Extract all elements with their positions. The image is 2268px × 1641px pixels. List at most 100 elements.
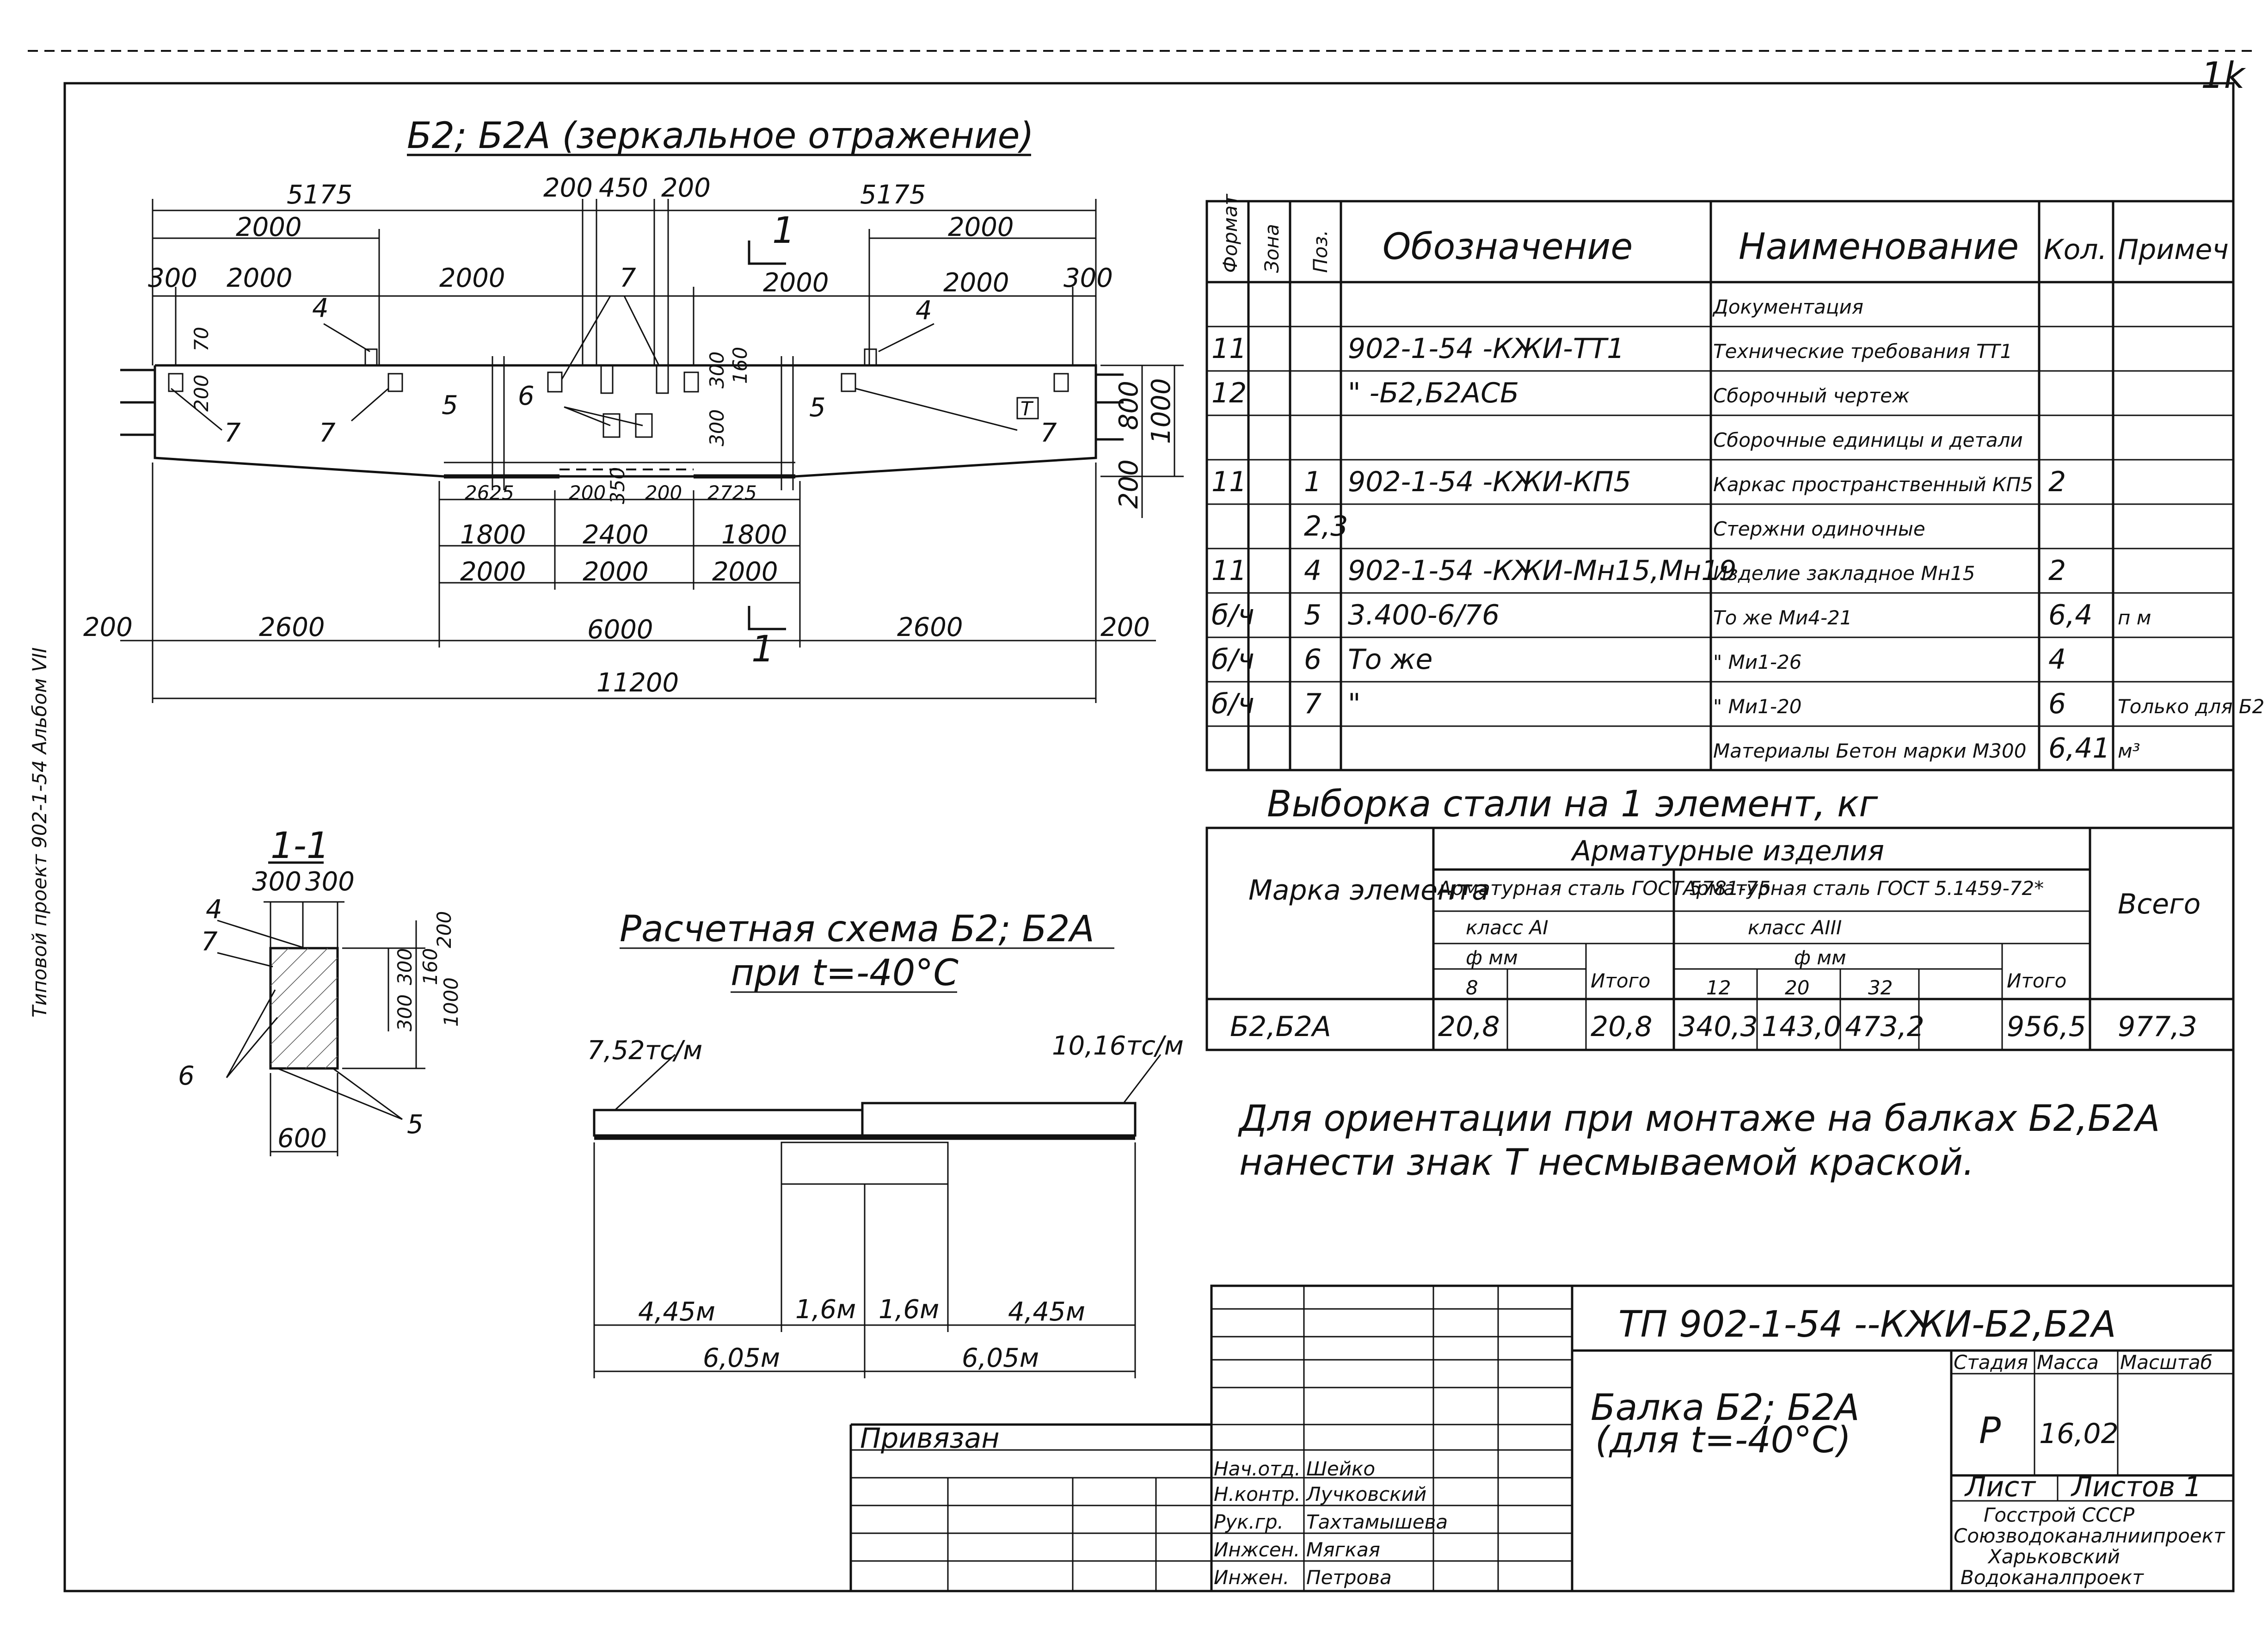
svg-text:ф мм: ф мм [1466, 946, 1518, 969]
svg-text:350: 350 [606, 467, 629, 504]
svg-text:6: 6 [178, 1061, 195, 1091]
svg-text:Расчетная схема Б2; Б2А: Расчетная схема Б2; Б2А [620, 908, 1094, 950]
svg-text:4,45м: 4,45м [638, 1297, 715, 1327]
svg-text:Б2,Б2А: Б2,Б2А [1230, 1011, 1331, 1043]
svg-text:2600: 2600 [897, 612, 963, 642]
svg-text:2400: 2400 [583, 520, 649, 550]
svg-text:7: 7 [224, 418, 241, 448]
svg-text:1,6м: 1,6м [879, 1295, 939, 1325]
spec-cell-name: То же Ми4-21 [1713, 606, 1852, 629]
svg-text:6,05м: 6,05м [703, 1343, 780, 1373]
side-text: Типовой проект 902-1-54 Альбом VII [28, 647, 51, 1018]
spec-cell-name: Материалы Бетон марки М300 [1713, 740, 2026, 762]
svg-text:2000: 2000 [227, 263, 293, 293]
svg-text:2600: 2600 [259, 612, 325, 642]
svg-text:7,52тс/м: 7,52тс/м [587, 1036, 702, 1066]
spec-cell-fmt: б/ч [1211, 688, 1254, 720]
spec-cell-note: Только для Б2 [2118, 695, 2264, 718]
svg-text:Поз.: Поз. [1309, 230, 1332, 273]
svg-text:450: 450 [599, 173, 648, 203]
svg-text:Р: Р [1979, 1410, 2001, 1452]
svg-text:7: 7 [1040, 418, 1057, 448]
svg-text:143,0: 143,0 [1762, 1011, 1841, 1043]
svg-text:340,3: 340,3 [1678, 1011, 1758, 1043]
spec-cell-code: " [1348, 688, 1361, 720]
svg-text:Итого: Итого [2007, 969, 2066, 992]
svg-text:5: 5 [809, 393, 826, 423]
svg-text:нанести знак Т несмываемой кра: нанести знак Т несмываемой краской. [1239, 1142, 1974, 1184]
svg-text:Привязан: Привязан [860, 1422, 1000, 1455]
spec-cell-fmt: 11 [1211, 333, 1247, 365]
spec-cell-note: м³ [2118, 740, 2140, 762]
svg-text:2000: 2000 [460, 557, 526, 587]
calc-scheme: Расчетная схема Б2; Б2А при t=-40°C 7,52… [587, 908, 1184, 1378]
svg-text:Стадия: Стадия [1954, 1351, 2028, 1374]
svg-text:Мягкая: Мягкая [1306, 1538, 1380, 1561]
svg-text:2000: 2000 [948, 212, 1014, 242]
spec-cell-code: 902-1-54 -КЖИ-Мн15,Мн19 [1348, 555, 1737, 587]
svg-text:4: 4 [916, 296, 932, 326]
svg-text:Зона: Зона [1260, 224, 1283, 273]
spec-cell-pos: 5 [1304, 599, 1321, 631]
sheet-frame [63, 82, 2235, 1592]
svg-text:2625: 2625 [465, 481, 514, 504]
spec-cell-fmt: б/ч [1211, 643, 1254, 676]
svg-text:10,16тс/м: 10,16тс/м [1052, 1031, 1184, 1061]
svg-text:Масштаб: Масштаб [2120, 1351, 2213, 1374]
sheet-number: 1k [2201, 55, 2246, 97]
svg-text:2000: 2000 [236, 212, 302, 242]
svg-text:Балка Б2; Б2А: Балка Б2; Б2А [1591, 1387, 1860, 1429]
steel-table: Выборка стали на 1 элемент, кг Марка эле… [1205, 783, 2235, 1051]
svg-text:(для t=-40°C): (для t=-40°C) [1595, 1419, 1851, 1461]
spec-cell-code: " -Б2,Б2АСБ [1348, 377, 1519, 409]
svg-text:300: 300 [1063, 263, 1113, 293]
svg-text:Примеч: Примеч [2118, 234, 2229, 266]
svg-text:300: 300 [393, 948, 416, 985]
svg-text:Марка элемента: Марка элемента [1248, 874, 1489, 907]
mounting-note: Для ориентации при монтаже на балках Б2,… [1238, 1098, 2160, 1184]
spec-cell-pos: 4 [1304, 555, 1321, 587]
svg-text:5: 5 [407, 1110, 424, 1140]
svg-text:Арматурная сталь ГОСТ 5.1459-7: Арматурная сталь ГОСТ 5.1459-72* [1682, 877, 2044, 900]
title-block: Привязан Нач.отд. Н.контр. Рук.гр. Инжсе… [849, 1284, 2235, 1592]
svg-text:Тахтамышева: Тахтамышева [1306, 1511, 1448, 1533]
svg-text:200: 200 [1100, 612, 1150, 642]
svg-text:2000: 2000 [763, 268, 829, 298]
svg-text:300: 300 [706, 409, 728, 446]
svg-text:Т: Т [1020, 397, 1034, 420]
svg-text:Кол.: Кол. [2044, 234, 2107, 266]
svg-text:70: 70 [190, 327, 213, 352]
spec-cell-pos: 6 [1304, 643, 1321, 676]
svg-text:1800: 1800 [721, 520, 787, 550]
svg-text:Рук.гр.: Рук.гр. [1214, 1511, 1284, 1533]
svg-text:2725: 2725 [707, 481, 757, 504]
load-right-block [861, 1102, 1137, 1137]
spec-cell-fmt: 11 [1211, 466, 1247, 498]
svg-text:Обозначение: Обозначение [1383, 226, 1633, 268]
svg-text:Лучковский: Лучковский [1305, 1483, 1426, 1505]
spec-cell-fmt: 12 [1211, 377, 1247, 409]
main-view: Б2; Б2А (зеркальное отражение) [83, 115, 1184, 703]
spec-cell-code: То же [1348, 643, 1432, 676]
svg-text:Шейко: Шейко [1306, 1457, 1375, 1480]
svg-text:300: 300 [706, 352, 728, 389]
svg-text:Наименование: Наименование [1739, 226, 2019, 268]
svg-text:Арматурные изделия: Арматурные изделия [1570, 835, 1884, 867]
svg-text:класс АIII: класс АIII [1748, 916, 1842, 939]
svg-text:Госстрой СССР: Госстрой СССР [1984, 1504, 2135, 1526]
svg-text:7: 7 [319, 418, 336, 448]
svg-text:5: 5 [442, 390, 458, 420]
svg-text:Н.контр.: Н.контр. [1214, 1483, 1301, 1505]
svg-text:200: 200 [83, 612, 133, 642]
svg-text:200: 200 [190, 375, 213, 412]
svg-text:Инжсен.: Инжсен. [1214, 1538, 1300, 1561]
spec-cell-qty: 4 [2048, 643, 2066, 676]
svg-text:200: 200 [661, 173, 711, 203]
spec-cell-code: 902-1-54 -КЖИ-ТТ1 [1348, 333, 1624, 365]
svg-text:2000: 2000 [943, 268, 1009, 298]
spec-cell-qty: 6,4 [2048, 599, 2092, 631]
spec-cell-fmt: б/ч [1211, 599, 1254, 631]
svg-text:Петрова: Петрова [1306, 1566, 1392, 1589]
svg-text:класс АI: класс АI [1466, 916, 1549, 939]
svg-text:200: 200 [569, 481, 606, 504]
